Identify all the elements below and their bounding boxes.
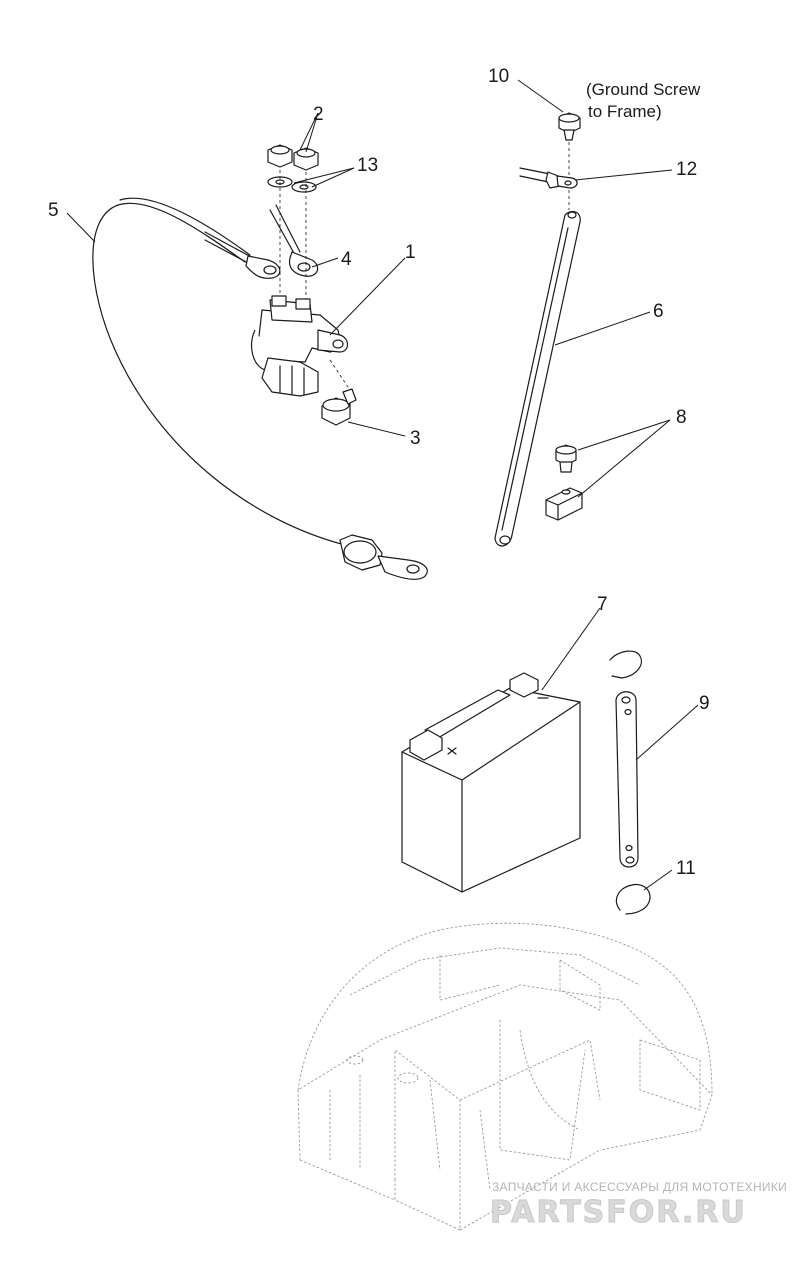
callout-10: 10 bbox=[488, 66, 509, 87]
callout-4: 4 bbox=[341, 249, 352, 270]
hold-down-strap-9 bbox=[615, 691, 639, 868]
starter-solenoid-1 bbox=[251, 295, 349, 397]
callout-9: 9 bbox=[699, 693, 710, 714]
ground-screw-note-line1: (Ground Screw bbox=[586, 80, 701, 99]
battery-box-frame bbox=[297, 922, 713, 1231]
callout-13: 13 bbox=[357, 155, 378, 176]
callout-1: 1 bbox=[405, 242, 416, 263]
bolt-and-block-8 bbox=[545, 444, 583, 521]
callout-6: 6 bbox=[653, 301, 664, 322]
callout-12: 12 bbox=[676, 159, 697, 180]
ground-terminal-12 bbox=[519, 167, 578, 189]
ground-screw-note-line2: to Frame) bbox=[588, 102, 662, 121]
watermark-brand: PARTSFOR.RU bbox=[490, 1195, 747, 1230]
battery-7 bbox=[401, 672, 581, 893]
strap-clip-11 bbox=[615, 883, 651, 915]
callout-7: 7 bbox=[597, 594, 608, 615]
screw-3 bbox=[321, 359, 357, 426]
washers-13 bbox=[267, 176, 317, 193]
callout-5: 5 bbox=[48, 200, 59, 221]
strap-clip-top bbox=[609, 650, 642, 679]
ground-strap-6 bbox=[494, 210, 581, 547]
callout-3: 3 bbox=[410, 428, 421, 449]
watermark-tagline: ЗАПЧАСТИ И АКСЕССУАРЫ ДЛЯ МОТОТЕХНИКИ bbox=[492, 1180, 787, 1194]
nuts-2 bbox=[267, 144, 319, 171]
callout-8: 8 bbox=[676, 407, 687, 428]
callout-11: 11 bbox=[676, 858, 696, 879]
ground-screw-10 bbox=[558, 112, 581, 141]
cable-leads-4 bbox=[204, 204, 319, 279]
battery-cable-5 bbox=[92, 197, 428, 580]
callout-2: 2 bbox=[313, 104, 324, 125]
